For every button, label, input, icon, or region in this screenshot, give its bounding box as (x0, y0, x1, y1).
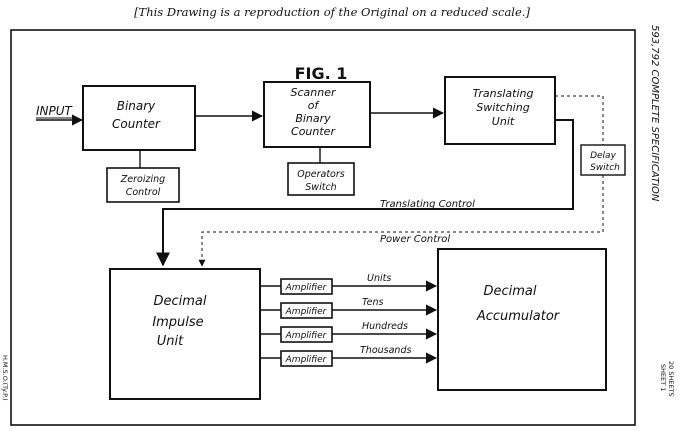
translating-label-3: Unit (492, 115, 515, 128)
translating-control-label: Translating Control (380, 199, 475, 210)
operators-label-2: Switch (305, 182, 336, 193)
amplifier-label: Amplifier (285, 355, 328, 365)
impulse-label-1: Decimal (153, 294, 206, 309)
operators-label-1: Operators (297, 169, 345, 180)
drawing-frame (10, 29, 636, 426)
amplifier-row-hundreds: Amplifier Hundreds (260, 321, 438, 343)
translating-switching-unit-box (444, 76, 556, 145)
scanner-label-3: Binary (295, 112, 331, 125)
delay-label-2: Switch (590, 163, 620, 173)
translating-label-1: Translating (473, 87, 534, 100)
scanner-box (263, 81, 371, 148)
output-label-hundreds: Hundreds (362, 321, 408, 332)
power-control-label: Power Control (380, 234, 450, 245)
output-label-thousands: Thousands (360, 345, 411, 356)
scanner-label-1: Scanner (290, 86, 336, 99)
accumulator-label-1: Decimal (483, 284, 536, 299)
impulse-label-2: Impulse (152, 315, 203, 330)
figure-title: FIG. 1 (295, 64, 348, 83)
amplifier-row-tens: Amplifier Tens (260, 297, 438, 319)
delay-label-1: Delay (590, 151, 616, 161)
amplifier-row-thousands: Amplifier Thousands (260, 345, 438, 367)
printer-mark: H.M.S.O.(Ty.P.) (1, 355, 9, 401)
sheet-number: SHEET 1 (659, 364, 667, 391)
decimal-impulse-unit-box (109, 268, 261, 400)
reproduction-note: [This Drawing is a reproduction of the O… (134, 5, 530, 19)
binary-counter-box (82, 85, 196, 151)
zeroizing-control-box (106, 167, 180, 203)
specification-label: 593,792 COMPLETE SPECIFICATION (649, 25, 660, 202)
translating-label-2: Switching (476, 101, 529, 114)
scanner-label-2: of (308, 99, 321, 112)
scanner-label-4: Counter (291, 125, 336, 138)
decimal-accumulator-box (437, 248, 607, 391)
input-label: INPUT (36, 104, 74, 118)
output-label-tens: Tens (362, 297, 383, 308)
zeroizing-label-1: Zeroizing (120, 174, 165, 185)
power-control-line (198, 175, 604, 267)
amplifier-label: Amplifier (285, 331, 328, 341)
sheets-count: 20 SHEETS (667, 361, 675, 397)
binary-counter-label-1: Binary (117, 99, 156, 113)
dashed-to-delay-switch (555, 95, 604, 145)
output-label-units: Units (367, 273, 391, 284)
zeroizing-label-2: Control (126, 187, 161, 198)
amplifier-label: Amplifier (285, 283, 328, 293)
amplifier-row-units: Amplifier Units (260, 273, 438, 295)
accumulator-label-2: Accumulator (476, 309, 561, 324)
amplifier-label: Amplifier (285, 307, 328, 317)
operators-switch-box (287, 162, 355, 196)
impulse-label-3: Unit (157, 334, 184, 349)
translating-control-line (156, 119, 574, 267)
binary-counter-label-2: Counter (112, 117, 161, 131)
